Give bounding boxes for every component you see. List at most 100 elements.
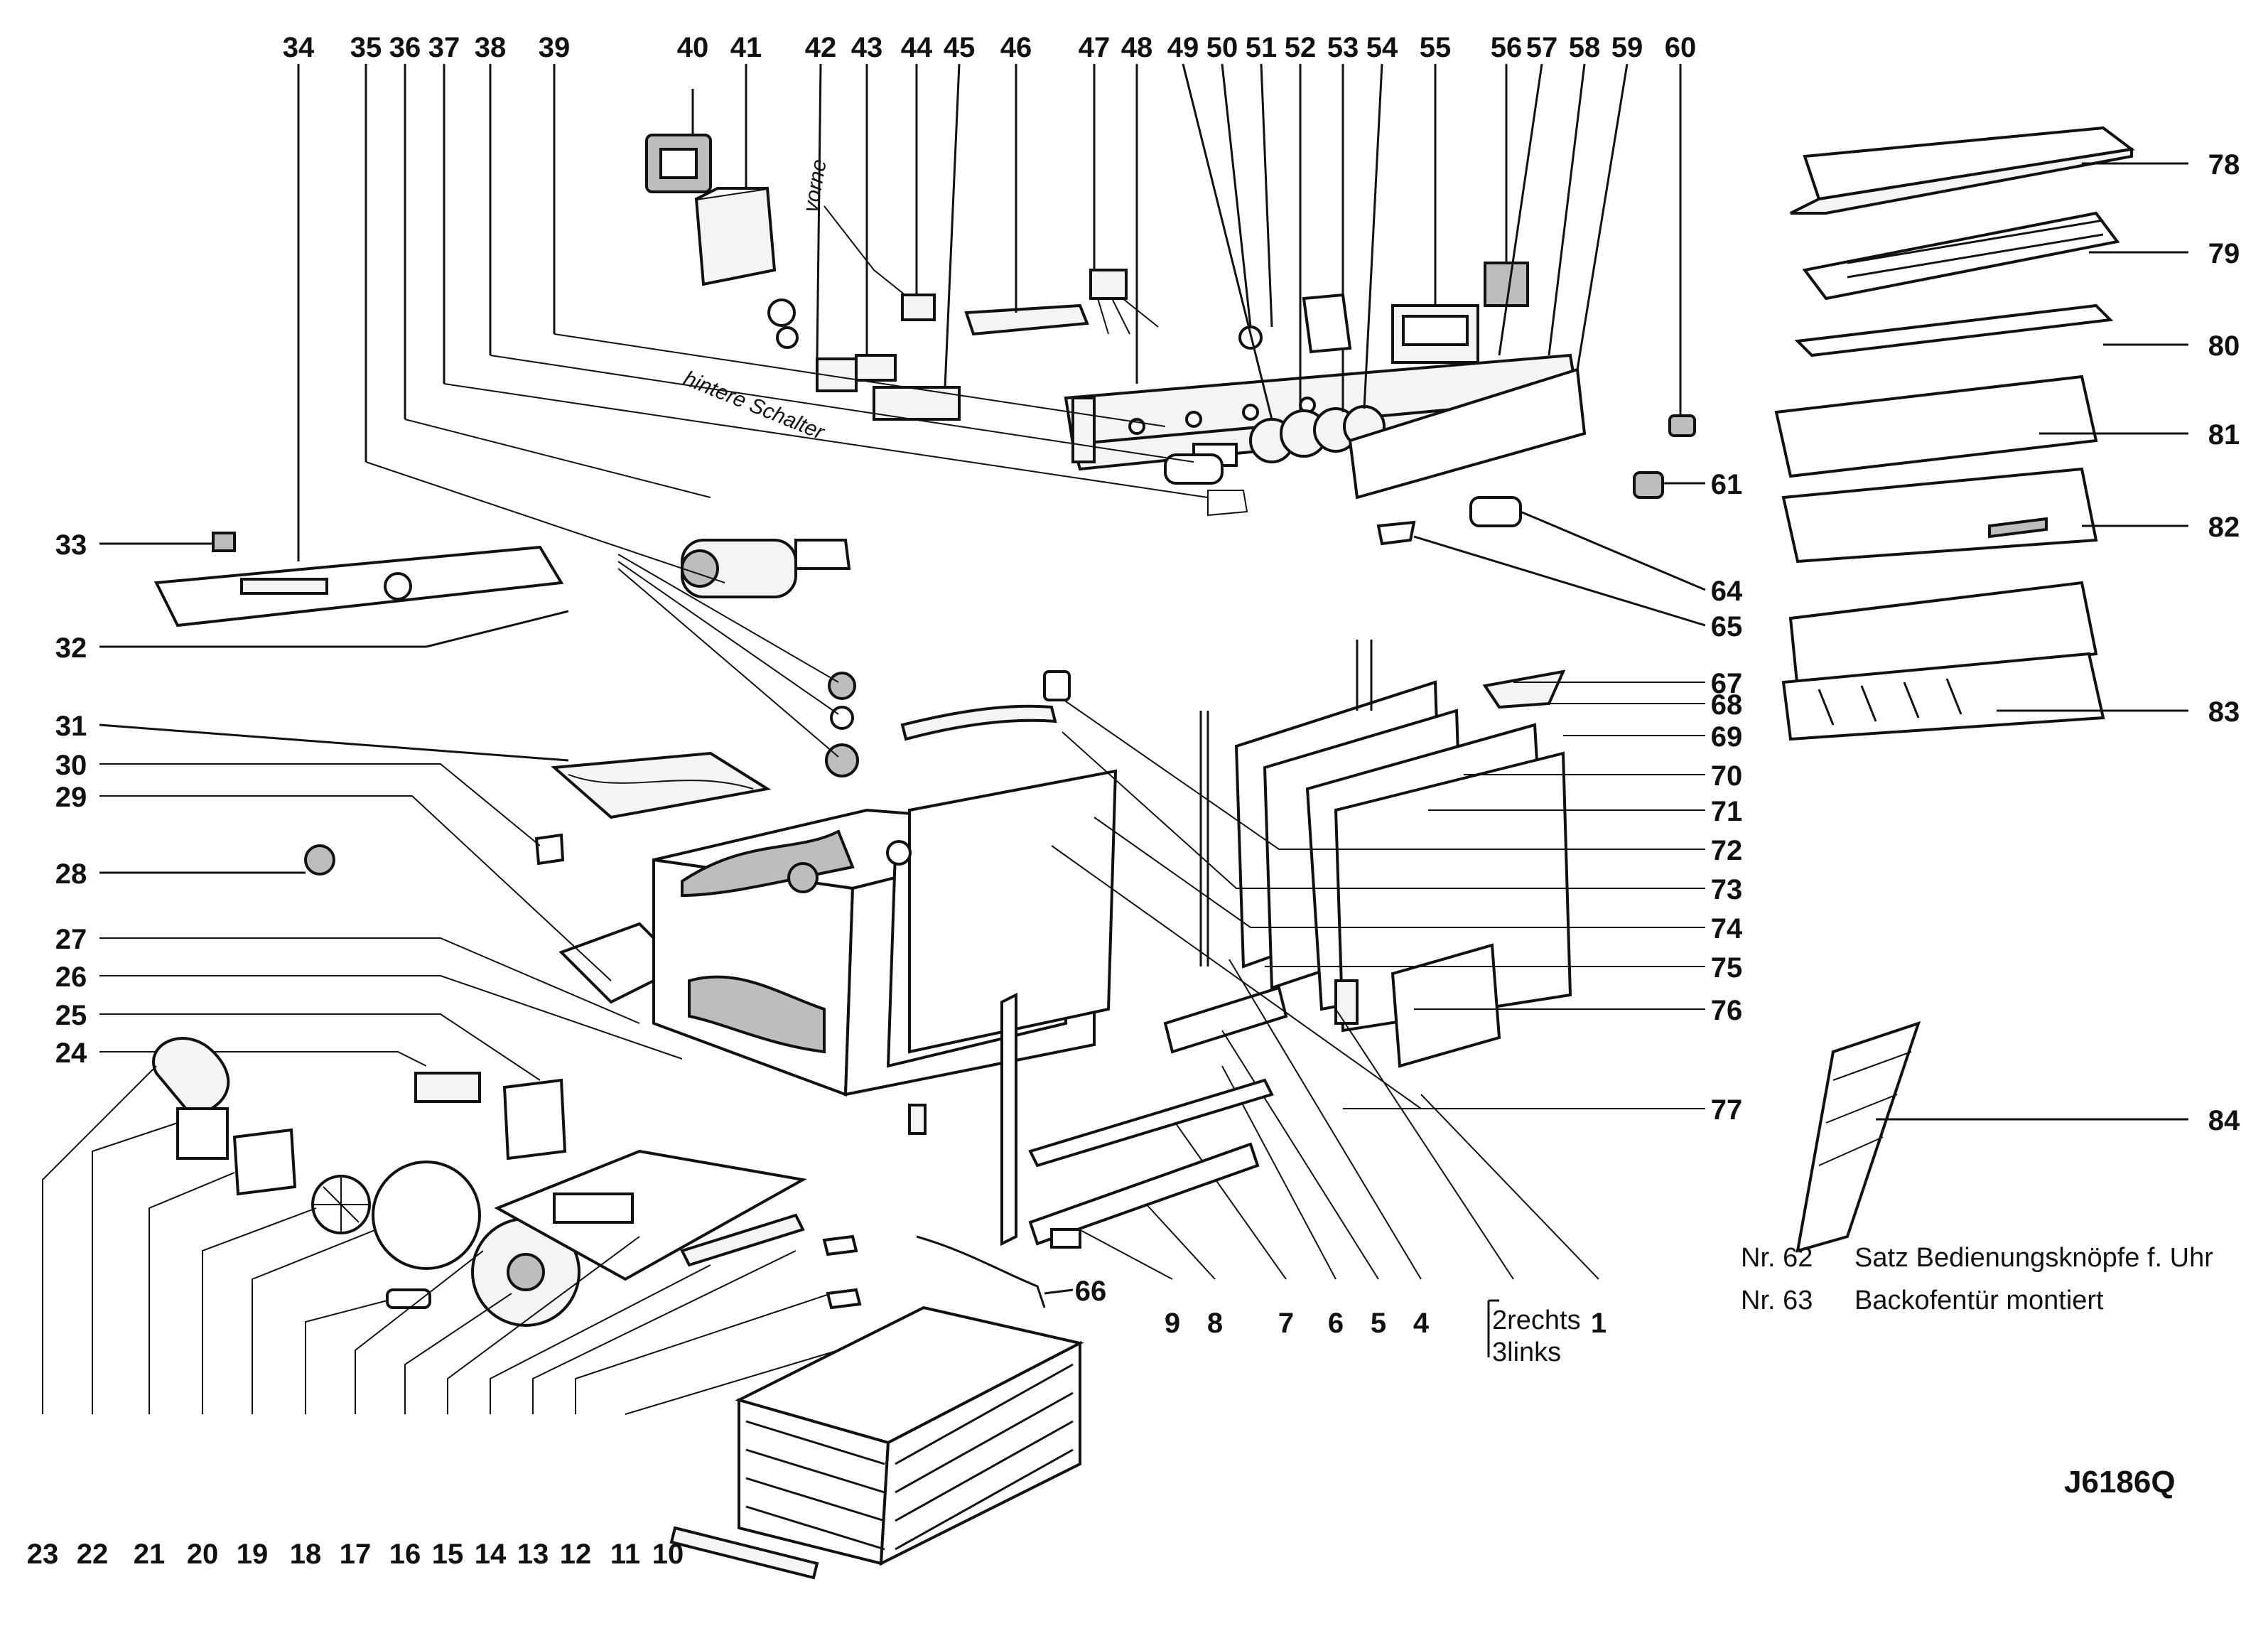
part-19-ring bbox=[372, 1161, 481, 1270]
bracket-1-group: 2rechts 3links bbox=[1487, 1299, 1581, 1367]
part-label-70: 70 bbox=[1711, 760, 1743, 792]
part-label-9: 9 bbox=[1165, 1308, 1180, 1339]
part-78-oven-top bbox=[1790, 126, 2188, 215]
part-label-33: 33 bbox=[55, 529, 87, 561]
part-24-mount bbox=[414, 1072, 481, 1103]
handwritten-hintere-schalter: hintere Schalter bbox=[680, 367, 828, 445]
part-label-67: 67 bbox=[1711, 668, 1743, 699]
part-66-wire-rod bbox=[916, 1235, 1074, 1308]
part-81-tray-frame bbox=[1774, 375, 2188, 478]
part-label-81: 81 bbox=[2208, 419, 2240, 451]
part-8-9-side-rails bbox=[908, 992, 1274, 1249]
part-label-66: 66 bbox=[1075, 1276, 1107, 1307]
part-25-bracket bbox=[502, 1078, 567, 1161]
part-65-clip bbox=[1376, 520, 1706, 627]
part-80-tray bbox=[1794, 303, 2188, 357]
part-label-52: 52 bbox=[1285, 32, 1317, 63]
part-label-27: 27 bbox=[55, 924, 87, 955]
part-35-39-fan-motor bbox=[364, 64, 1209, 598]
part-label-7: 7 bbox=[1278, 1308, 1294, 1339]
part-label-4: 4 bbox=[1413, 1308, 1430, 1339]
part-12-14-rails bbox=[680, 1213, 862, 1310]
part-label-56: 56 bbox=[1491, 32, 1523, 63]
handwritten-vorne: vorne bbox=[799, 158, 831, 215]
left-leaders bbox=[99, 937, 683, 1081]
part-label-39: 39 bbox=[539, 32, 571, 63]
part-29-element bbox=[99, 795, 685, 1004]
part-32-rod bbox=[99, 610, 569, 648]
part-label-43: 43 bbox=[851, 32, 883, 63]
part-label-57: 57 bbox=[1526, 32, 1558, 63]
part-label-64: 64 bbox=[1711, 576, 1743, 607]
part-label-60: 60 bbox=[1665, 32, 1697, 63]
part-56-relay bbox=[1484, 64, 1529, 307]
part-57-59-front-panel bbox=[1348, 63, 1629, 500]
part-label-71: 71 bbox=[1711, 796, 1743, 827]
part-label-23: 23 bbox=[27, 1539, 59, 1570]
part-label-41: 41 bbox=[730, 32, 762, 63]
part-capacitor-bracket bbox=[1164, 453, 1248, 517]
part-label-45: 45 bbox=[944, 32, 976, 63]
part-label-44: 44 bbox=[901, 32, 933, 63]
part-label-48: 48 bbox=[1121, 32, 1153, 63]
part-label-84: 84 bbox=[2208, 1105, 2240, 1136]
part-label-77: 77 bbox=[1711, 1094, 1743, 1126]
drawing-code: J6186Q bbox=[2064, 1465, 2176, 1500]
part-label-61: 61 bbox=[1711, 469, 1743, 500]
part-label-69: 69 bbox=[1711, 721, 1743, 753]
part-label-10: 10 bbox=[652, 1539, 684, 1570]
part-44-45-switches bbox=[824, 63, 961, 421]
part-label-79: 79 bbox=[2208, 238, 2240, 269]
part-label-76: 76 bbox=[1711, 995, 1743, 1026]
oven-cavity bbox=[652, 769, 1118, 1097]
note-62-text: Satz Bedienungsknöpfe f. Uhr bbox=[1854, 1243, 2213, 1273]
part-label-83: 83 bbox=[2208, 696, 2240, 728]
part-label-35: 35 bbox=[350, 32, 382, 63]
part-label-75: 75 bbox=[1711, 952, 1743, 984]
part-label-16: 16 bbox=[389, 1539, 421, 1570]
part-label-59: 59 bbox=[1611, 32, 1643, 63]
part-label-38: 38 bbox=[475, 32, 507, 63]
part-nuts-stack bbox=[617, 554, 859, 777]
part-label-51: 51 bbox=[1246, 32, 1278, 63]
part-40-switch-module bbox=[645, 89, 712, 193]
part-label-80: 80 bbox=[2208, 330, 2240, 362]
part-72-73-cap-tube bbox=[900, 670, 1071, 741]
part-84-rail bbox=[1796, 1021, 2188, 1253]
part-label-58: 58 bbox=[1569, 32, 1601, 63]
part-label-65: 65 bbox=[1711, 611, 1743, 642]
part-33-clip bbox=[99, 532, 236, 552]
part-55-clock-display bbox=[1391, 64, 1479, 364]
part-28-knob bbox=[99, 844, 335, 876]
part-label-78: 78 bbox=[2208, 149, 2240, 181]
part-label-68: 68 bbox=[1711, 689, 1743, 721]
part-label-46: 46 bbox=[1000, 32, 1032, 63]
part-18-screw bbox=[386, 1288, 431, 1309]
part-label-50: 50 bbox=[1206, 32, 1238, 63]
bottom-leaders bbox=[42, 959, 1599, 1415]
part-label-53: 53 bbox=[1327, 32, 1359, 63]
part-label-5: 5 bbox=[1371, 1308, 1386, 1339]
part-label-24: 24 bbox=[55, 1038, 87, 1069]
part-64-lamp bbox=[1469, 496, 1706, 591]
part-label-30: 30 bbox=[55, 750, 87, 781]
part-42-43-knobs bbox=[767, 63, 897, 392]
part-10-strip bbox=[669, 1526, 819, 1580]
part-label-74: 74 bbox=[1711, 913, 1743, 944]
part-15-base-plate bbox=[494, 1149, 807, 1281]
part-label-73: 73 bbox=[1711, 874, 1743, 905]
part-82-drip-tray bbox=[1781, 467, 2188, 564]
part-label-13: 13 bbox=[517, 1539, 549, 1570]
door-panels bbox=[1163, 640, 1572, 1068]
part-label-72: 72 bbox=[1711, 835, 1743, 866]
part-label-49: 49 bbox=[1167, 32, 1199, 63]
part-61-knob bbox=[1633, 471, 1705, 499]
part-label-25: 25 bbox=[55, 1000, 87, 1031]
part-30-clip bbox=[99, 763, 565, 866]
part-20-fan-blade bbox=[311, 1175, 371, 1234]
part-31-heating-element bbox=[99, 723, 772, 819]
part-label-8: 8 bbox=[1207, 1308, 1223, 1339]
part-41-timer-box bbox=[694, 64, 777, 286]
part-label-37: 37 bbox=[428, 32, 460, 63]
